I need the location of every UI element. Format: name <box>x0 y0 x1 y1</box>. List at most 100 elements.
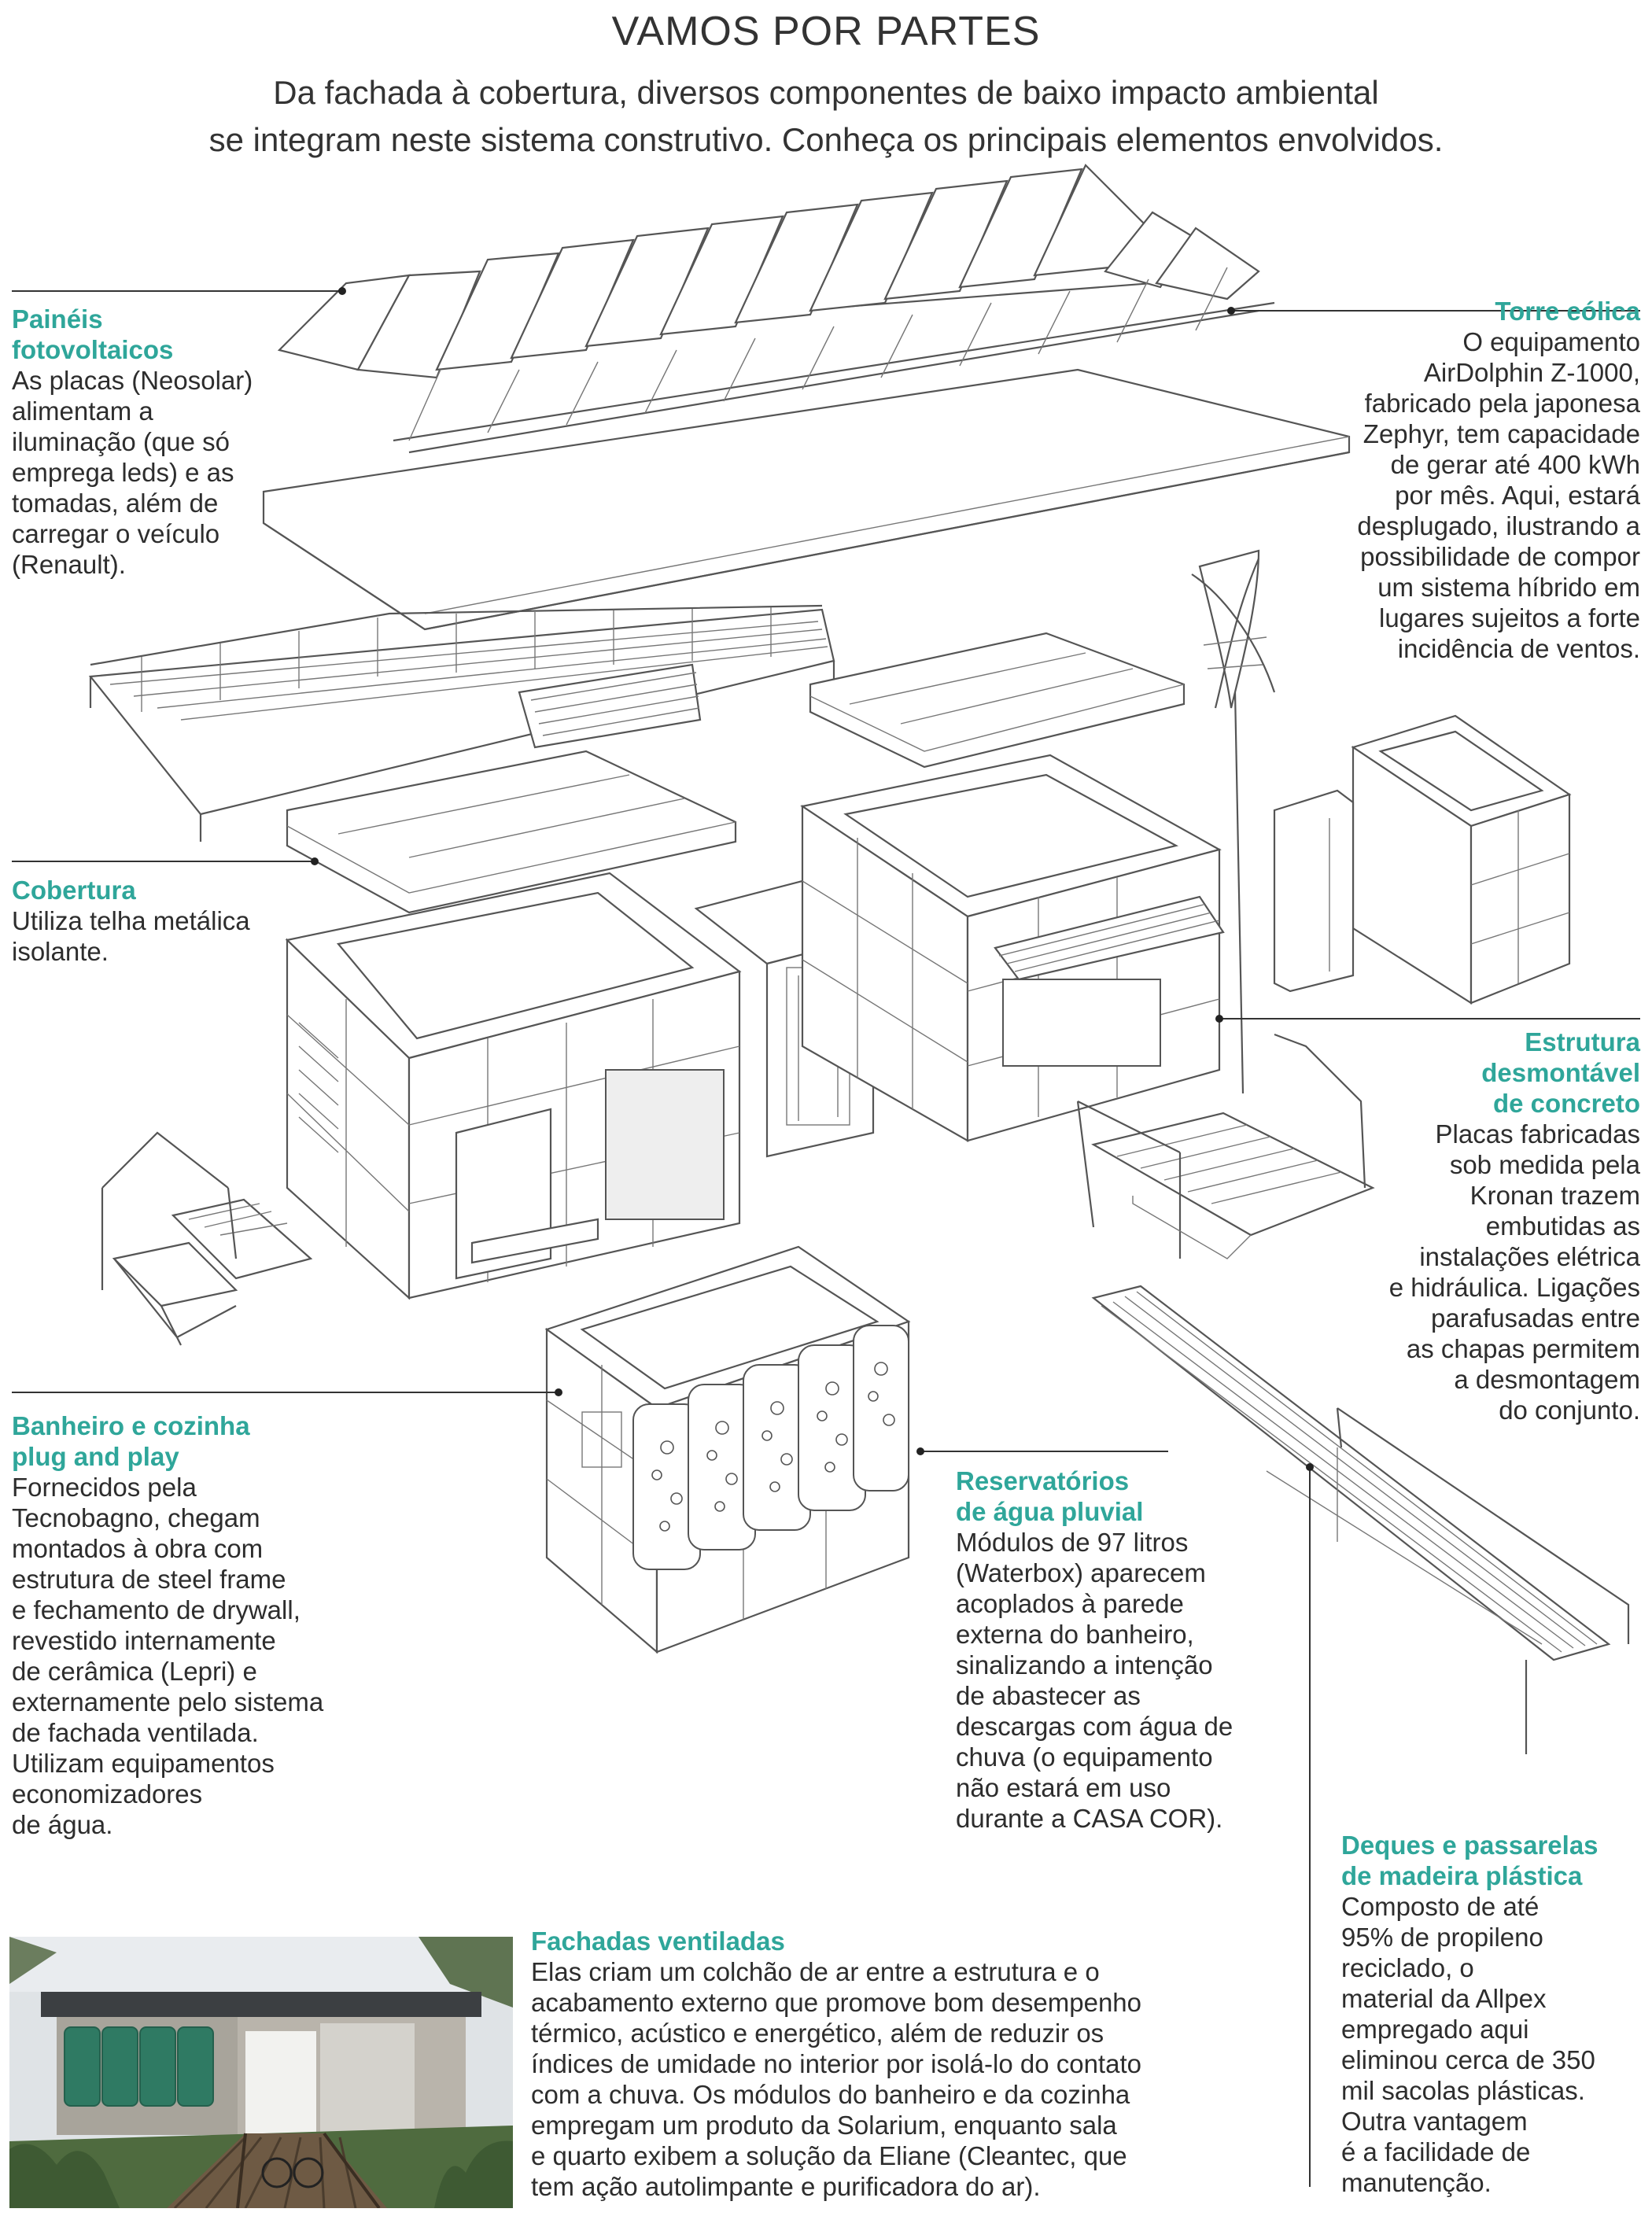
body-line: índices de umidade no interior por isolá… <box>531 2049 1141 2078</box>
annotation-bathroom-kitchen: Banheiro e cozinha plug and play Forneci… <box>12 1410 382 1840</box>
right-stairs-drawing <box>1076 1033 1375 1259</box>
annotation-title: Estrutura desmontável de concreto <box>1270 1027 1640 1119</box>
annotation-body: Utiliza telha metálica isolante. <box>12 905 342 967</box>
title-line: plug and play <box>12 1442 179 1471</box>
body-line: incidência de ventos. <box>1397 634 1640 663</box>
annotation-body: Elas criam um colchão de ar entre a estr… <box>531 1956 1286 2202</box>
title-line: de concreto <box>1492 1089 1640 1118</box>
annotation-body: Composto de até 95% de propileno recicla… <box>1341 1891 1648 2198</box>
annotation-body: Placas fabricadas sob medida pela Kronan… <box>1270 1119 1640 1425</box>
body-line: embutidas as <box>1485 1211 1640 1241</box>
kitchen-module-drawing <box>1273 714 1572 1005</box>
body-line: Zephyr, tem capacidade <box>1363 419 1640 448</box>
title-line: desmontável <box>1481 1058 1640 1087</box>
bathroom-module-drawing <box>544 1245 911 1654</box>
body-line: um sistema híbrido em <box>1377 573 1640 602</box>
subtitle-line: Da fachada à cobertura, diversos compone… <box>273 74 1379 111</box>
body-line: com a chuva. Os módulos do banheiro e da… <box>531 2080 1130 2109</box>
subtitle-line: se integram neste sistema construtivo. C… <box>208 121 1444 158</box>
body-line: Kronan trazem <box>1469 1181 1640 1210</box>
body-line: empregam um produto da Solarium, enquant… <box>531 2111 1117 2140</box>
annotation-title: Deques e passarelas de madeira plástica <box>1341 1830 1648 1891</box>
body-line: estrutura de steel frame <box>12 1565 286 1594</box>
body-line: Utiliza telha metálica <box>12 906 250 935</box>
left-stairs-drawing <box>101 1131 313 1346</box>
annotation-concrete-structure: Estrutura desmontável de concreto Placas… <box>1270 1027 1640 1425</box>
body-line: tem ação autolimpante e purificadora do … <box>531 2172 1041 2201</box>
annotation-title: Painéis fotovoltaicos <box>12 304 350 365</box>
body-line: sinalizando a intenção <box>956 1650 1213 1680</box>
body-line: chuva (o equipamento <box>956 1742 1213 1772</box>
living-module-drawing <box>285 872 742 1300</box>
body-line: iluminação (que só <box>12 427 230 456</box>
page-subtitle: Da fachada à cobertura, diversos compone… <box>118 69 1534 164</box>
annotation-roof: Cobertura Utiliza telha metálica isolant… <box>12 875 342 967</box>
body-line: possibilidade de compor <box>1360 542 1640 571</box>
body-line: de abastecer as <box>956 1681 1141 1710</box>
title-line: Cobertura <box>12 876 136 905</box>
title-line: Torre eólica <box>1495 297 1640 326</box>
body-line: Composto de até <box>1341 1892 1540 1921</box>
body-line: Outra vantagem <box>1341 2107 1528 2136</box>
body-line: fabricado pela japonesa <box>1364 389 1640 418</box>
title-line: fotovoltaicos <box>12 335 174 364</box>
roof-panel-left <box>286 750 737 914</box>
body-line: descargas com água de <box>956 1712 1233 1741</box>
title-line: Banheiro e cozinha <box>12 1411 250 1440</box>
roof-panel-right <box>809 632 1186 769</box>
wind-turbine-drawing <box>1191 549 1276 1094</box>
body-line: tomadas, além de <box>12 489 219 518</box>
annotation-body: Fornecidos pela Tecnobagno, chegam monta… <box>12 1472 382 1840</box>
body-line: As placas (Neosolar) <box>12 366 253 395</box>
body-line: Fornecidos pela <box>12 1473 197 1502</box>
annotation-body: O equipamento AirDolphin Z-1000, fabrica… <box>1270 326 1640 664</box>
body-line: eliminou cerca de 350 <box>1341 2045 1595 2074</box>
annotation-title: Torre eólica <box>1270 296 1640 326</box>
title-line: de água pluvial <box>956 1497 1144 1526</box>
body-line: é a facilidade de <box>1341 2137 1531 2166</box>
body-line: e quarto exibem a solução da Eliane (Cle… <box>531 2141 1127 2170</box>
body-line: desplugado, ilustrando a <box>1357 511 1640 540</box>
body-line: térmico, acústico e energético, além de … <box>531 2019 1104 2048</box>
body-line: externamente pelo sistema <box>12 1687 324 1716</box>
house-photo-image <box>9 1937 513 2208</box>
body-line: emprega leds) e as <box>12 458 234 487</box>
body-line: e fechamento de drywall, <box>12 1595 301 1624</box>
body-line: por mês. Aqui, estará <box>1395 481 1640 510</box>
annotation-title: Reservatórios de água pluvial <box>956 1466 1302 1527</box>
body-line: de água. <box>12 1810 113 1839</box>
body-line: alimentam a <box>12 396 153 426</box>
body-line: Módulos de 97 litros <box>956 1528 1189 1557</box>
body-line: reciclado, o <box>1341 1953 1474 1982</box>
body-line: instalações elétrica <box>1419 1242 1640 1271</box>
annotation-body: As placas (Neosolar) alimentam a ilumina… <box>12 365 350 580</box>
upper-deck-drawing <box>88 604 835 842</box>
body-line: Elas criam um colchão de ar entre a estr… <box>531 1957 1100 1986</box>
body-line: não estará em uso <box>956 1773 1171 1802</box>
body-line: sob medida pela <box>1449 1150 1640 1179</box>
body-line: Placas fabricadas <box>1435 1119 1640 1149</box>
body-line: manutenção. <box>1341 2168 1492 2197</box>
body-line: parafusadas entre <box>1430 1303 1640 1333</box>
body-line: acabamento externo que promove bom desem… <box>531 1988 1141 2017</box>
annotation-decks-walkways: Deques e passarelas de madeira plástica … <box>1341 1830 1648 2198</box>
body-line: 95% de propileno <box>1341 1923 1543 1952</box>
body-line: as chapas permitem <box>1406 1334 1640 1363</box>
body-line: isolante. <box>12 937 109 966</box>
annotation-rainwater-tanks: Reservatórios de água pluvial Módulos de… <box>956 1466 1302 1834</box>
body-line: empregado aqui <box>1341 2015 1529 2044</box>
annotation-title: Fachadas ventiladas <box>531 1926 1286 1956</box>
body-line: e hidráulica. Ligações <box>1388 1273 1640 1302</box>
body-line: (Renault). <box>12 550 126 579</box>
title-line: Reservatórios <box>956 1466 1130 1495</box>
body-line: mil sacolas plásticas. <box>1341 2076 1585 2105</box>
body-line: Tecnobagno, chegam <box>12 1503 260 1532</box>
page-title: VAMOS POR PARTES <box>611 9 1041 54</box>
body-line: revestido internamente <box>12 1626 276 1655</box>
title-line: Estrutura <box>1525 1027 1640 1056</box>
leader-lines <box>12 287 1640 2187</box>
body-line: lugares sujeitos a forte <box>1378 603 1640 632</box>
body-line: carregar o veículo <box>12 519 220 548</box>
title-line: Fachadas ventiladas <box>531 1927 785 1956</box>
annotation-ventilated-facades: Fachadas ventiladas Elas criam um colchã… <box>531 1926 1286 2202</box>
